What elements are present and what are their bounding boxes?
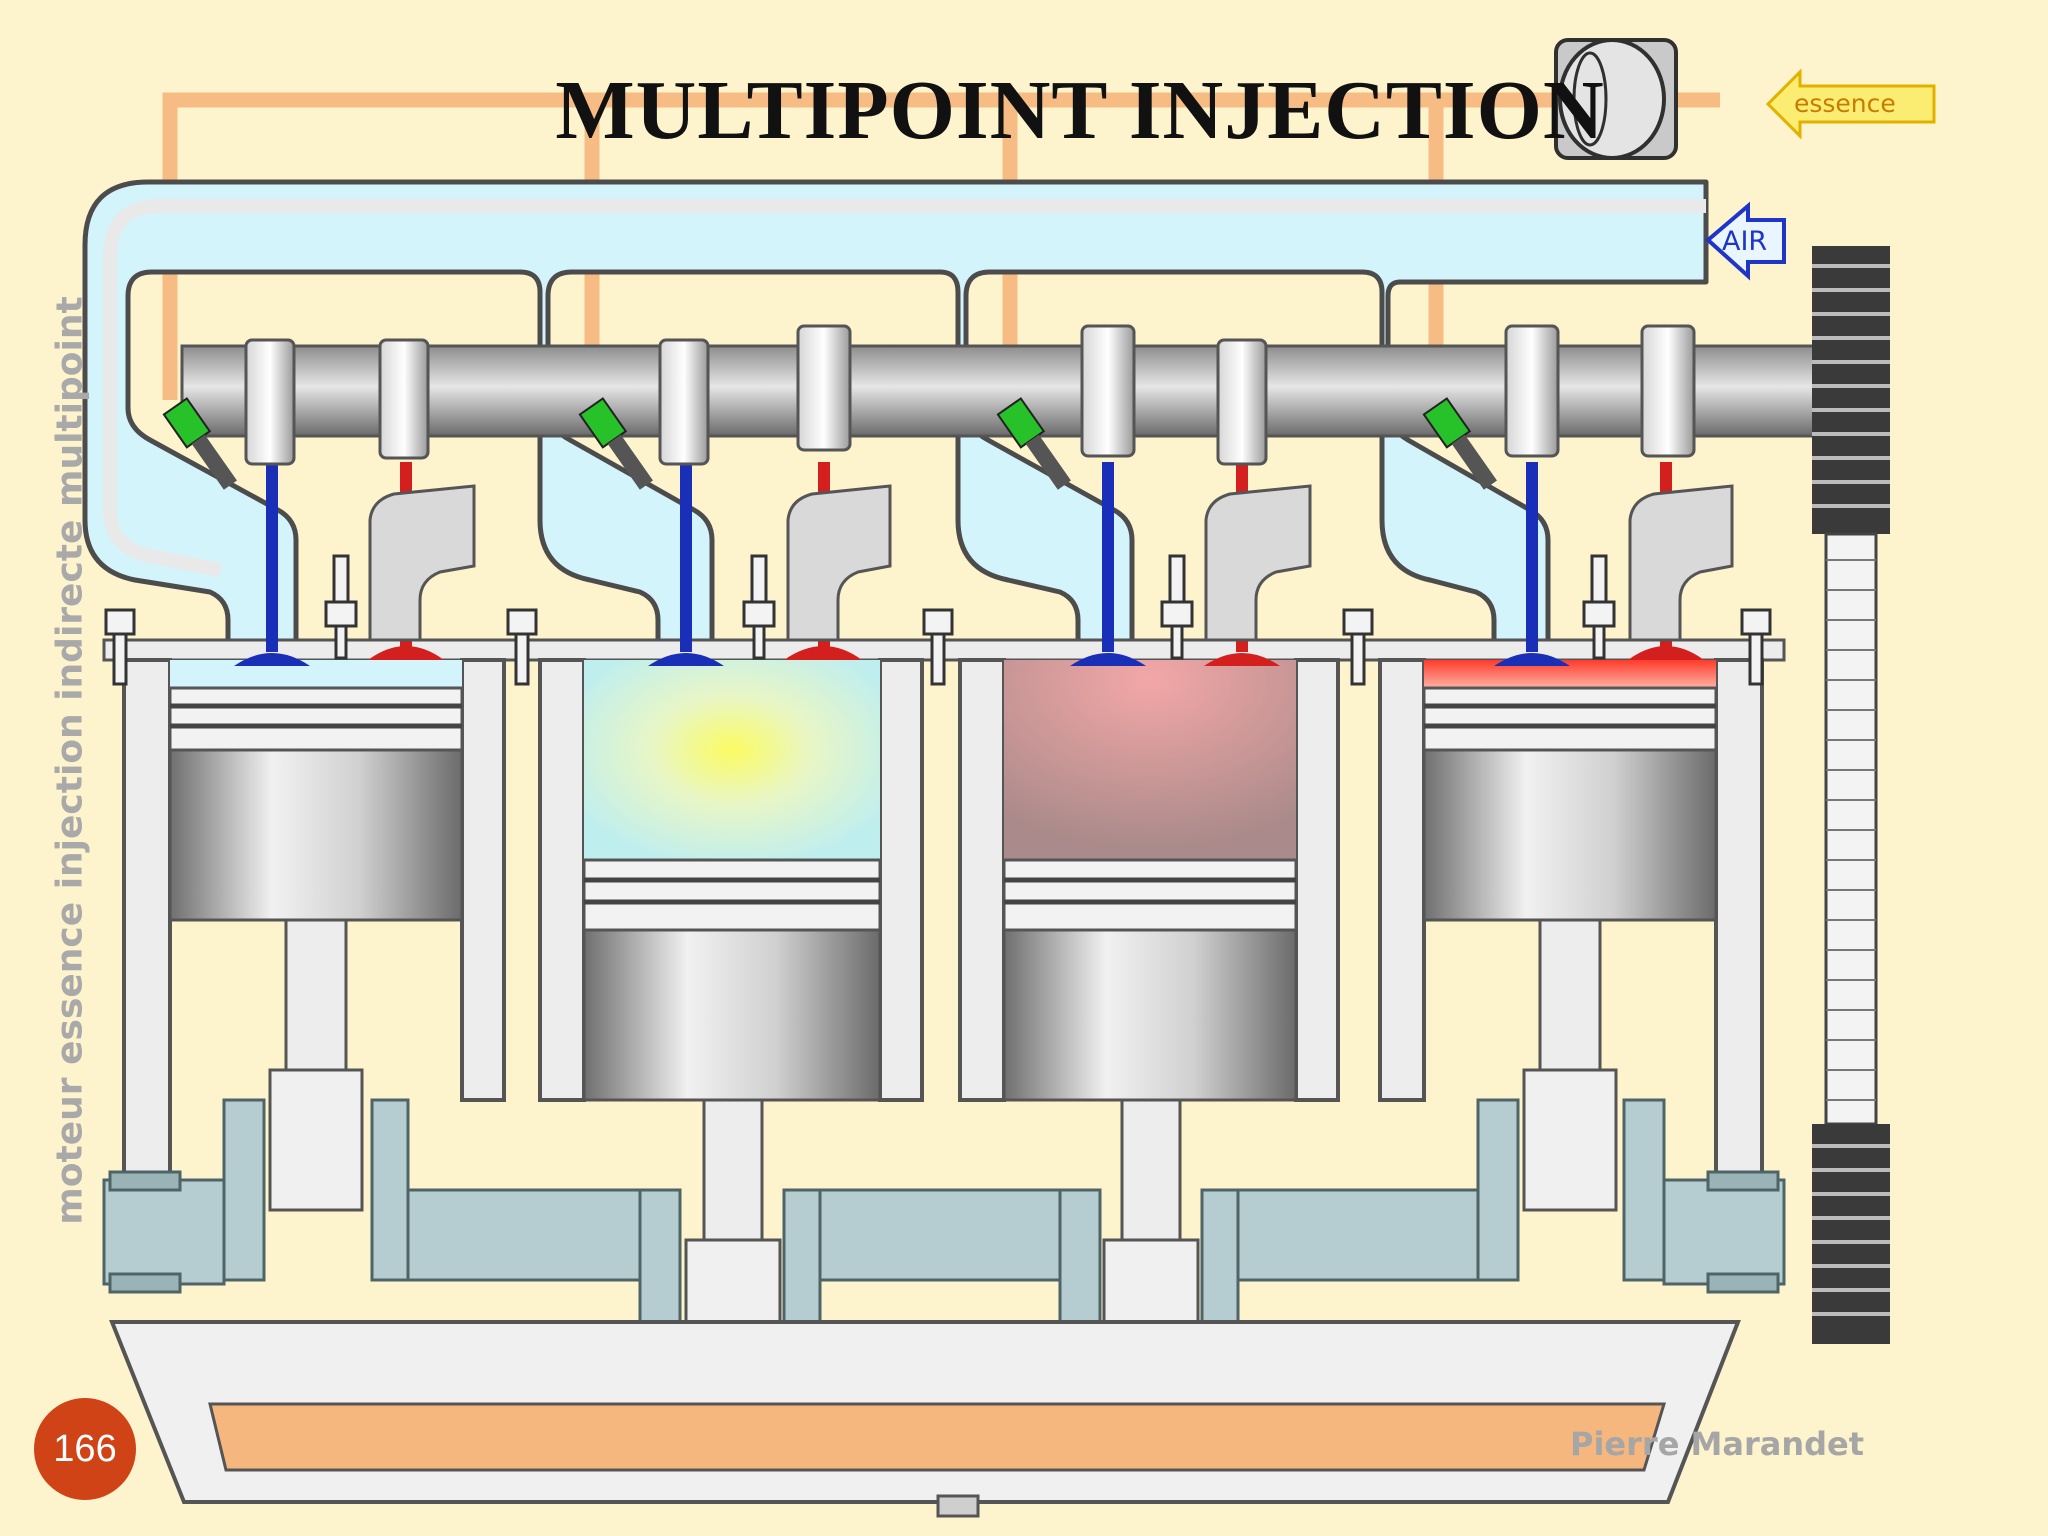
injector-2 bbox=[578, 397, 653, 490]
intake-manifold bbox=[82, 179, 1709, 663]
page-number-badge: 166 bbox=[34, 1398, 136, 1500]
conrod-2 bbox=[702, 1098, 764, 1252]
page-title: MULTIPOINT INJECTION bbox=[555, 64, 1605, 157]
piston-3 bbox=[1002, 858, 1298, 1102]
fuel-arrow: essence bbox=[1765, 68, 1936, 140]
spark-plug-4 bbox=[1582, 554, 1616, 660]
engine-block bbox=[122, 658, 1764, 1182]
main-bearings bbox=[108, 1170, 1780, 1294]
intake-valve-2 bbox=[648, 462, 724, 666]
head-bolt-2 bbox=[506, 608, 538, 686]
conrod-3 bbox=[1120, 1098, 1182, 1252]
spark-plug-2 bbox=[742, 554, 776, 660]
air-arrow: AIR bbox=[1704, 201, 1786, 281]
author-credit: Pierre Marandet bbox=[1570, 1425, 1865, 1463]
cylinder-4 bbox=[1422, 660, 1718, 1212]
piston-1 bbox=[168, 686, 464, 922]
spark-plug-3 bbox=[1160, 554, 1194, 660]
piston-4 bbox=[1422, 686, 1718, 922]
injectors bbox=[162, 397, 1497, 490]
injector-4 bbox=[1422, 397, 1497, 490]
conrod-4 bbox=[1538, 918, 1602, 1082]
intake-valve-3 bbox=[1070, 462, 1146, 666]
fuel-label: essence bbox=[1794, 89, 1896, 118]
injector-3 bbox=[996, 397, 1071, 490]
side-caption: moteur essence injection indirecte multi… bbox=[49, 296, 91, 1225]
head-bolt-4 bbox=[1342, 608, 1374, 686]
cylinder-3 bbox=[1002, 660, 1298, 1392]
intake-valve-1 bbox=[234, 462, 310, 666]
cylinder-1 bbox=[168, 660, 464, 1212]
intake-valve-4 bbox=[1494, 462, 1570, 666]
spark-plugs bbox=[324, 554, 1616, 660]
cam-lobes bbox=[244, 324, 1696, 466]
head-bolt-5 bbox=[1740, 608, 1772, 686]
air-label: AIR bbox=[1722, 226, 1767, 257]
head-bolt-3 bbox=[922, 608, 954, 686]
fuel-pump bbox=[1554, 38, 1678, 160]
spark-plug-1 bbox=[324, 554, 358, 660]
piston-2 bbox=[582, 858, 882, 1102]
exhaust-ports bbox=[368, 484, 1734, 642]
oil-sump bbox=[109, 1320, 1741, 1518]
head-bolt-1 bbox=[104, 608, 136, 686]
cylinder-2 bbox=[582, 660, 882, 1392]
conrod-1 bbox=[284, 918, 348, 1082]
injector-1 bbox=[162, 397, 237, 490]
head-bolts bbox=[104, 608, 1772, 686]
timing-belt bbox=[1812, 246, 1890, 1344]
